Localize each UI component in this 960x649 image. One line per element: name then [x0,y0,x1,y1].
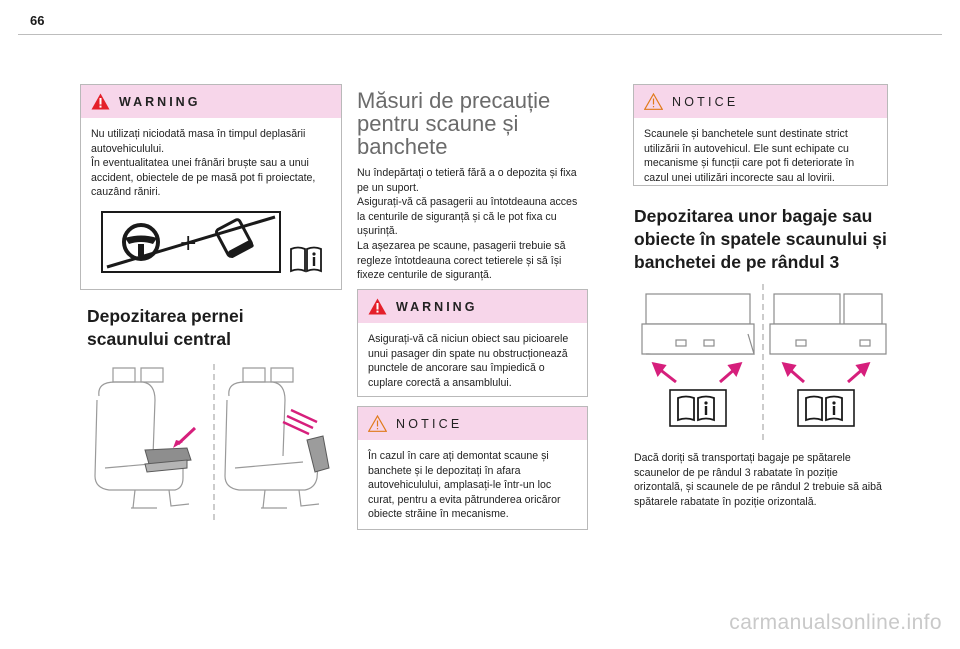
notice-text: Scaunele și banchetele sunt destinate st… [644,128,855,184]
warning-header: WARNING [358,290,587,323]
notice-body: Scaunele și banchetele sunt destinate st… [634,118,887,193]
luggage-text: Dacă doriți să transportați bagaje pe sp… [634,452,882,508]
table-warning-illustration: + [101,211,281,273]
warning-body: Nu utilizați niciodată masa în timpul de… [81,118,341,208]
warning-header: WARNING [81,85,341,118]
precautions-paragraph: La așezarea pe scaune, pasagerii trebuie… [357,239,566,282]
cushion-section-title: Depozitarea pernei scaunului central [87,306,244,349]
table-icon [215,218,254,258]
precautions-text: Nu îndepărtați o tetieră fără a o depozi… [357,166,587,283]
watermark: carmanualsonline.info [729,611,942,634]
warning-label: WARNING [119,94,201,109]
manual-icon [669,389,727,427]
notice-text: În cazul în care ați demontat scaune și … [368,450,561,521]
warning-box-anchor: WARNING Asigurați-vă că niciun obiect sa… [357,289,588,397]
notice-body: În cazul în care ați demontat scaune și … [358,440,587,530]
warning-body: Asigurați-vă că niciun obiect sau picioa… [358,323,587,398]
warning-line: Nu utilizați niciodată masa în timpul de… [91,128,306,155]
warning-box-table: WARNING Nu utilizați niciodată masa în t… [80,84,342,290]
steering-wheel-icon [122,223,160,261]
top-divider [18,34,942,35]
warning-text: Asigurați-vă că niciun obiect sau picioa… [368,333,569,389]
page-number: 66 [30,13,45,28]
notice-header: NOTICE [358,407,587,440]
notice-triangle-icon [644,93,663,110]
warning-triangle-icon [368,298,387,315]
notice-header: NOTICE [634,85,887,118]
notice-box-disassembled: NOTICE În cazul în care ați demontat sca… [357,406,588,530]
warning-line: În eventualitatea unei frânări bruște sa… [91,157,316,199]
notice-triangle-icon [368,415,387,432]
notice-label: NOTICE [396,416,463,431]
rear-seat-illustration [636,284,890,442]
luggage-section-title: Depozitarea unor bagaje sau obiecte în s… [634,206,887,272]
precautions-paragraph: Asigurați-vă că pasagerii au întotdeauna… [357,196,578,238]
warning-label: WARNING [396,299,478,314]
notice-box-seats: NOTICE Scaunele și banchetele sunt desti… [633,84,888,186]
manual-icon [289,245,323,273]
seat-cushion-illustration [83,356,345,526]
precautions-section-title: Măsuri de precauție pentru scaune și ban… [357,88,551,159]
precautions-paragraph: Nu îndepărtați o tetieră fără a o depozi… [357,167,577,194]
notice-label: NOTICE [672,94,739,109]
manual-icon [797,389,855,427]
warning-triangle-icon [91,93,110,110]
